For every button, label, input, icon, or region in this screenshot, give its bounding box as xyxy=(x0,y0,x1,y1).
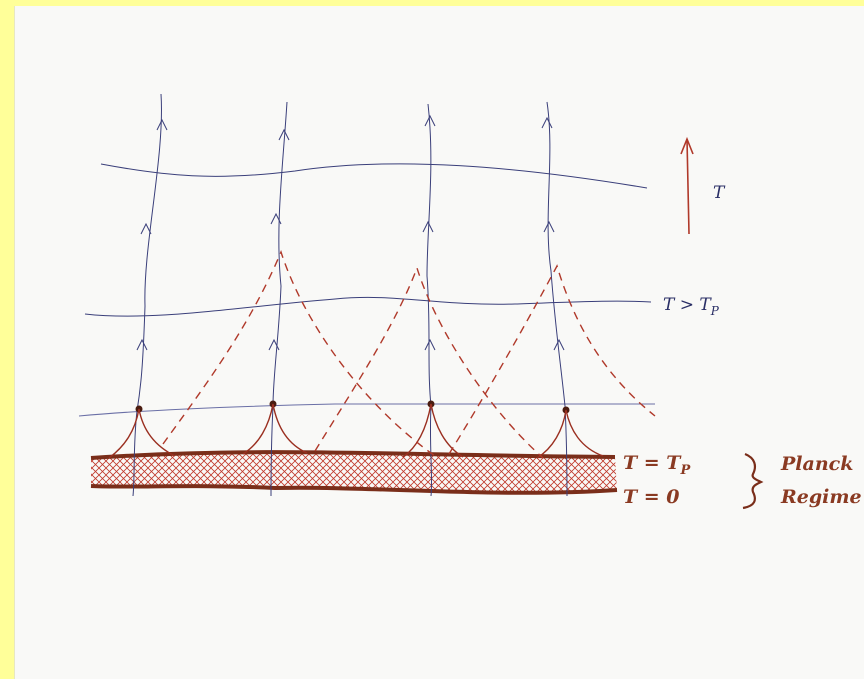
emission-points xyxy=(135,400,570,414)
regime-label-line2: Regime xyxy=(780,486,862,508)
planck-regime-band xyxy=(91,452,617,493)
spacetime-diagram: T T > TP T = TP T = 0 Planck Regime xyxy=(78,93,862,510)
zero-time-label: T = 0 xyxy=(623,486,680,508)
regime-label-line1: Planck xyxy=(780,453,853,475)
time-slice-top xyxy=(100,163,648,189)
zero-time-boundary xyxy=(90,484,618,495)
light-cone-cusps xyxy=(108,403,604,459)
above-planck-label: T > TP xyxy=(663,295,720,318)
time-arrow xyxy=(680,136,694,235)
drawing-sheet: T T > TP T = TP T = 0 Planck Regime xyxy=(14,6,864,679)
time-slice-low xyxy=(78,403,656,417)
worldline-3 xyxy=(426,103,433,497)
planck-time-boundary xyxy=(90,450,616,460)
worldline-2 xyxy=(270,101,288,497)
time-axis-label: T xyxy=(713,183,726,203)
past-light-cones xyxy=(162,249,656,459)
worldline-1 xyxy=(132,93,162,497)
regime-brace xyxy=(742,452,764,510)
worldline-arrows xyxy=(136,114,565,351)
worldline-4 xyxy=(546,101,568,497)
time-slice-middle xyxy=(84,296,652,317)
planck-time-label: T = TP xyxy=(623,452,691,478)
